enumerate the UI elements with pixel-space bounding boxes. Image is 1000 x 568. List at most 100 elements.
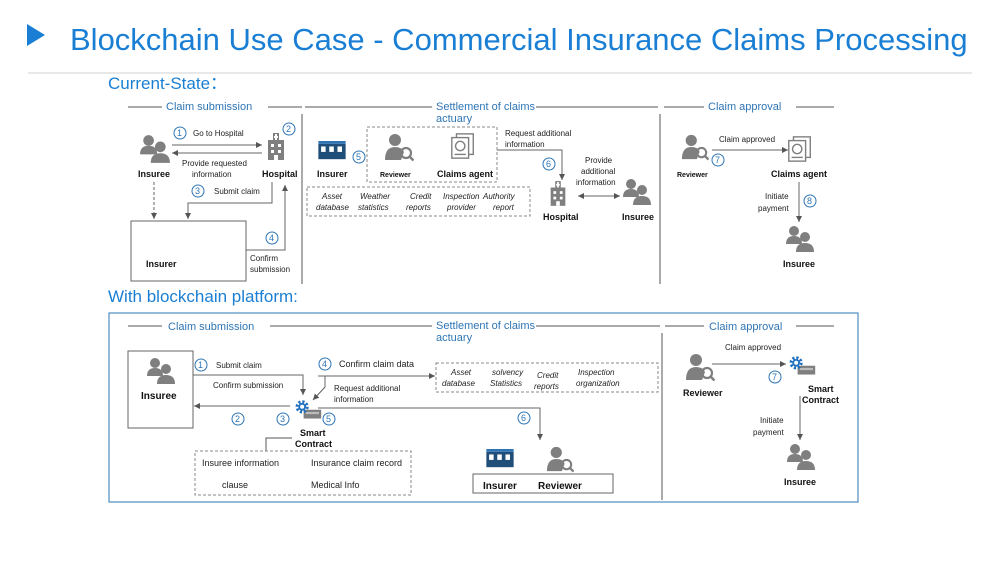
bc-insuree-box	[127, 350, 194, 429]
bc-approval-smart-2: Contract	[802, 395, 839, 405]
svg-text:Statistics: Statistics	[490, 379, 522, 388]
current-step-confirm-1: Confirm	[250, 254, 278, 263]
blockchain-frame	[108, 312, 859, 503]
bc-smart-label-1: Smart	[300, 428, 326, 438]
current-section-submission: Claim submission	[166, 101, 252, 113]
current-step-request-1: Request additional	[505, 129, 571, 138]
current-insurer-label: Insurer	[146, 259, 177, 269]
svg-text:Asset: Asset	[321, 192, 343, 201]
bc-smart-contract-icon	[295, 400, 323, 420]
bc-step-pay-2: payment	[753, 428, 784, 437]
current-step-provide-2: information	[192, 170, 232, 179]
bc-insurer-reviewer-box	[472, 473, 614, 494]
bc-approval-reviewer-label: Reviewer	[683, 388, 723, 398]
current-insuree-label: Insuree	[138, 169, 170, 179]
bc-record-clause: clause	[222, 480, 248, 490]
bc-approval-insuree-label: Insuree	[784, 477, 816, 487]
current-num-4: 4	[269, 233, 274, 243]
bc-num-5: 5	[326, 414, 331, 424]
current-step-pay-1: Initiate	[765, 192, 789, 201]
current-settlement-hospital-icon	[550, 181, 566, 206]
svg-text:solvency: solvency	[492, 368, 524, 377]
bc-approval-reviewer-icon	[685, 352, 715, 382]
current-hospital-icon	[268, 133, 284, 160]
current-approval-agent-label: Claims agent	[771, 169, 827, 179]
bc-num-7: 7	[772, 372, 777, 382]
svg-text:Credit: Credit	[537, 371, 559, 380]
current-step-provide-add-2: additional	[581, 167, 615, 176]
bc-insurer-building-icon	[486, 449, 514, 468]
bc-insurer-label: Insurer	[483, 481, 517, 492]
bc-insuree-label: Insuree	[141, 391, 177, 402]
current-approval-reviewer-icon	[681, 133, 709, 161]
current-section-actuary: actuary	[436, 113, 473, 125]
current-settlement-insuree-label: Insuree	[622, 212, 654, 222]
svg-text:reports: reports	[534, 382, 559, 391]
current-reviewer-label: Reviewer	[380, 172, 411, 179]
current-num-3: 3	[195, 186, 200, 196]
bc-num-6: 6	[521, 413, 526, 423]
bc-section-settlement: Settlement of claims	[436, 320, 536, 332]
bc-num-3: 3	[280, 414, 285, 424]
current-step-provide-add-1: Provide	[585, 156, 613, 165]
bc-approval-smart-1: Smart	[808, 384, 834, 394]
current-approval-reviewer-label: Reviewer	[677, 172, 708, 179]
current-data-items: Asset database Weather statistics Credit…	[316, 192, 516, 212]
bc-num-1: 1	[198, 360, 203, 370]
bc-data-box	[435, 362, 659, 393]
bc-step-pay-1: Initiate	[760, 416, 784, 425]
svg-text:report: report	[493, 203, 515, 212]
current-section-headers: Claim submission Settlement of claims ac…	[128, 101, 834, 284]
current-settlement-hospital-label: Hospital	[543, 212, 579, 222]
svg-text:Asset: Asset	[450, 368, 472, 377]
current-settlement-insurer-label: Insurer	[317, 169, 348, 179]
bc-section-submission: Claim submission	[168, 321, 254, 333]
current-num-1: 1	[177, 128, 182, 138]
bc-section-approval: Claim approval	[709, 321, 782, 333]
blockchain-heading: With blockchain platform:	[108, 287, 298, 306]
current-num-5: 5	[356, 152, 361, 162]
bc-step-request-1: Request additional	[334, 384, 400, 393]
bc-reviewer-label: Reviewer	[538, 481, 582, 492]
current-insurer-building-icon	[318, 141, 346, 160]
current-claims-agent-docs-icon	[451, 133, 474, 159]
current-step-provide-add-3: information	[576, 178, 616, 187]
current-insuree-icon	[140, 135, 170, 163]
current-step-provide-1: Provide requested	[182, 159, 247, 168]
bc-record-claim-record: Insurance claim record	[311, 458, 402, 468]
bc-approval-insuree-icon	[787, 444, 815, 470]
current-section-settlement: Settlement of claims	[436, 101, 536, 113]
svg-text:Authority: Authority	[482, 192, 516, 201]
current-approval-insuree-icon	[786, 226, 814, 252]
svg-text:Weather: Weather	[360, 192, 390, 201]
current-claims-agent-label: Claims agent	[437, 169, 493, 179]
current-settlement-insuree-icon	[623, 179, 651, 205]
current-approval-agent-docs-icon	[788, 136, 811, 162]
page-title: Blockchain Use Case - Commercial Insuran…	[70, 22, 968, 57]
current-num-8: 8	[807, 196, 812, 206]
svg-text:reports: reports	[406, 203, 431, 212]
bc-record-medical: Medical Info	[311, 480, 360, 490]
svg-text:provider: provider	[446, 203, 476, 212]
bc-step-submit: Submit claim	[216, 361, 262, 370]
bc-data-items: Asset database solvency Statistics Credi…	[442, 368, 620, 391]
current-section-approval: Claim approval	[708, 101, 781, 113]
bc-step-approved: Claim approved	[725, 343, 781, 352]
bc-step-confirm-data: Confirm claim data	[339, 359, 414, 369]
bc-num-2: 2	[235, 414, 240, 424]
svg-text:database: database	[442, 379, 475, 388]
svg-text:statistics: statistics	[358, 203, 389, 212]
bc-approval-smart-contract-icon	[789, 356, 817, 376]
bc-smart-label-2: Contract	[295, 439, 332, 449]
bc-section-actuary: actuary	[436, 332, 473, 344]
current-step-approved: Claim approved	[719, 135, 775, 144]
current-step-submit: Submit claim	[214, 187, 260, 196]
current-insurer-box	[130, 220, 247, 282]
title-triangle-icon	[27, 24, 45, 46]
current-reviewer-icon	[384, 132, 414, 162]
bc-record-insuree-info: Insuree information	[202, 458, 279, 468]
current-num-6: 6	[546, 159, 551, 169]
current-step-confirm-2: submission	[250, 265, 290, 274]
current-num-7: 7	[715, 155, 720, 165]
